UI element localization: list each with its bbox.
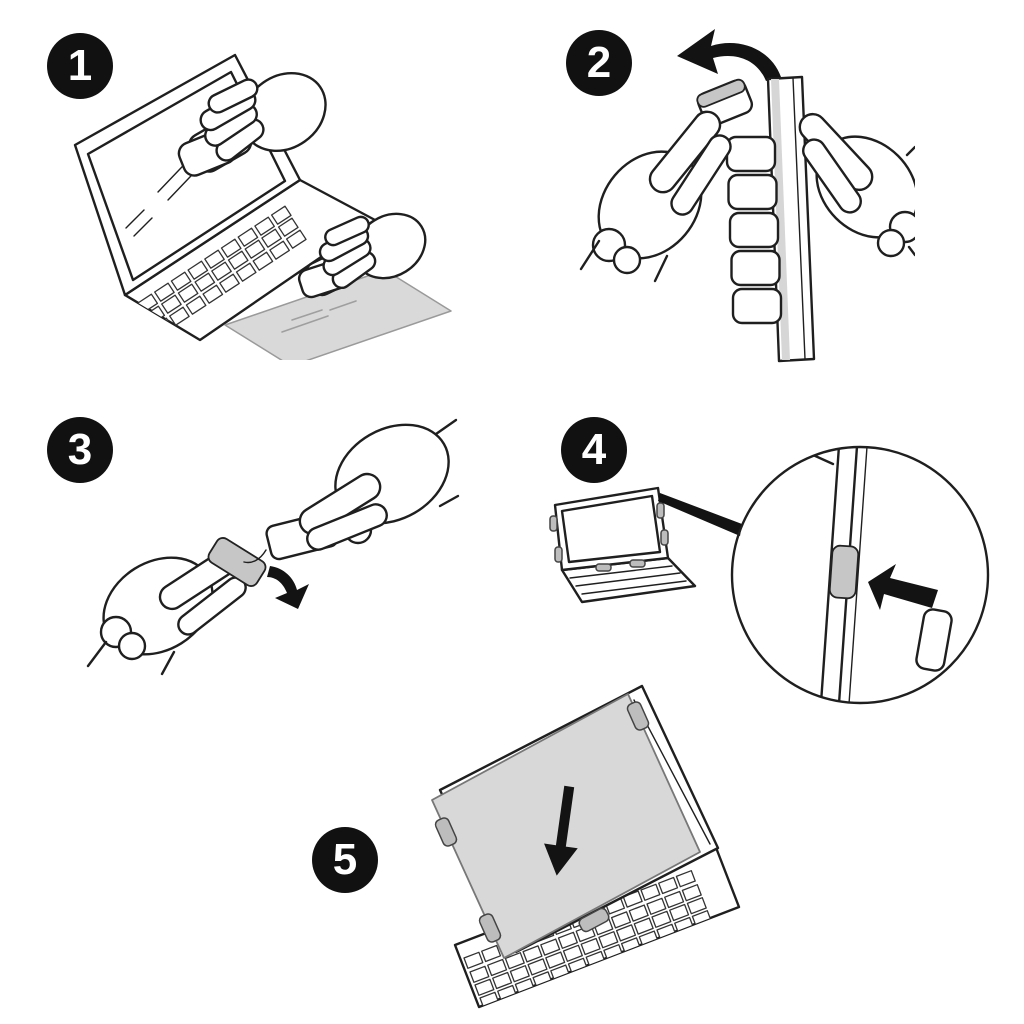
liner-strip: [207, 537, 267, 587]
step-5-illustration: [431, 684, 741, 1009]
laptop-thumbnail: [549, 486, 697, 604]
hand-icon: [579, 110, 732, 283]
step-1-badge: 1: [47, 33, 113, 99]
step-4-badge: 4: [561, 417, 627, 483]
keyboard-keys: [137, 205, 307, 337]
direction-arrow-icon: [868, 564, 938, 610]
step-5-number: 5: [332, 835, 358, 884]
down-arrow-icon: [544, 785, 578, 876]
mounting-tab: [434, 701, 650, 943]
step-3-number: 3: [67, 425, 93, 474]
tab-stack: [725, 135, 783, 325]
step-4-illustration: [549, 445, 990, 705]
spare-tab: [915, 608, 953, 672]
step-2-badge: 2: [566, 30, 632, 96]
magnified-view: [738, 447, 953, 703]
step-5-badge: 5: [312, 827, 378, 893]
curved-arrow-icon: [677, 29, 781, 81]
step-4-number: 4: [581, 425, 607, 474]
step-3-badge: 3: [47, 417, 113, 483]
step-3-illustration: [86, 418, 460, 676]
step-2-number: 2: [586, 38, 612, 87]
screen-reflection-lines: [125, 147, 211, 237]
step-2-illustration: [579, 29, 915, 363]
hand-icon: [199, 71, 327, 162]
hand-icon: [798, 112, 915, 258]
step-1-illustration: [73, 53, 452, 360]
hand-icon: [318, 212, 427, 290]
step-1-number: 1: [67, 41, 93, 90]
magnifier-circle: [730, 445, 990, 705]
hand-icon: [298, 418, 460, 551]
mounting-tab: [549, 502, 669, 572]
hand-icon: [86, 549, 247, 676]
callout-pointer: [658, 493, 742, 536]
fold-arrow-icon: [267, 566, 309, 609]
attached-tab: [828, 544, 860, 600]
fold-line: [243, 549, 267, 564]
